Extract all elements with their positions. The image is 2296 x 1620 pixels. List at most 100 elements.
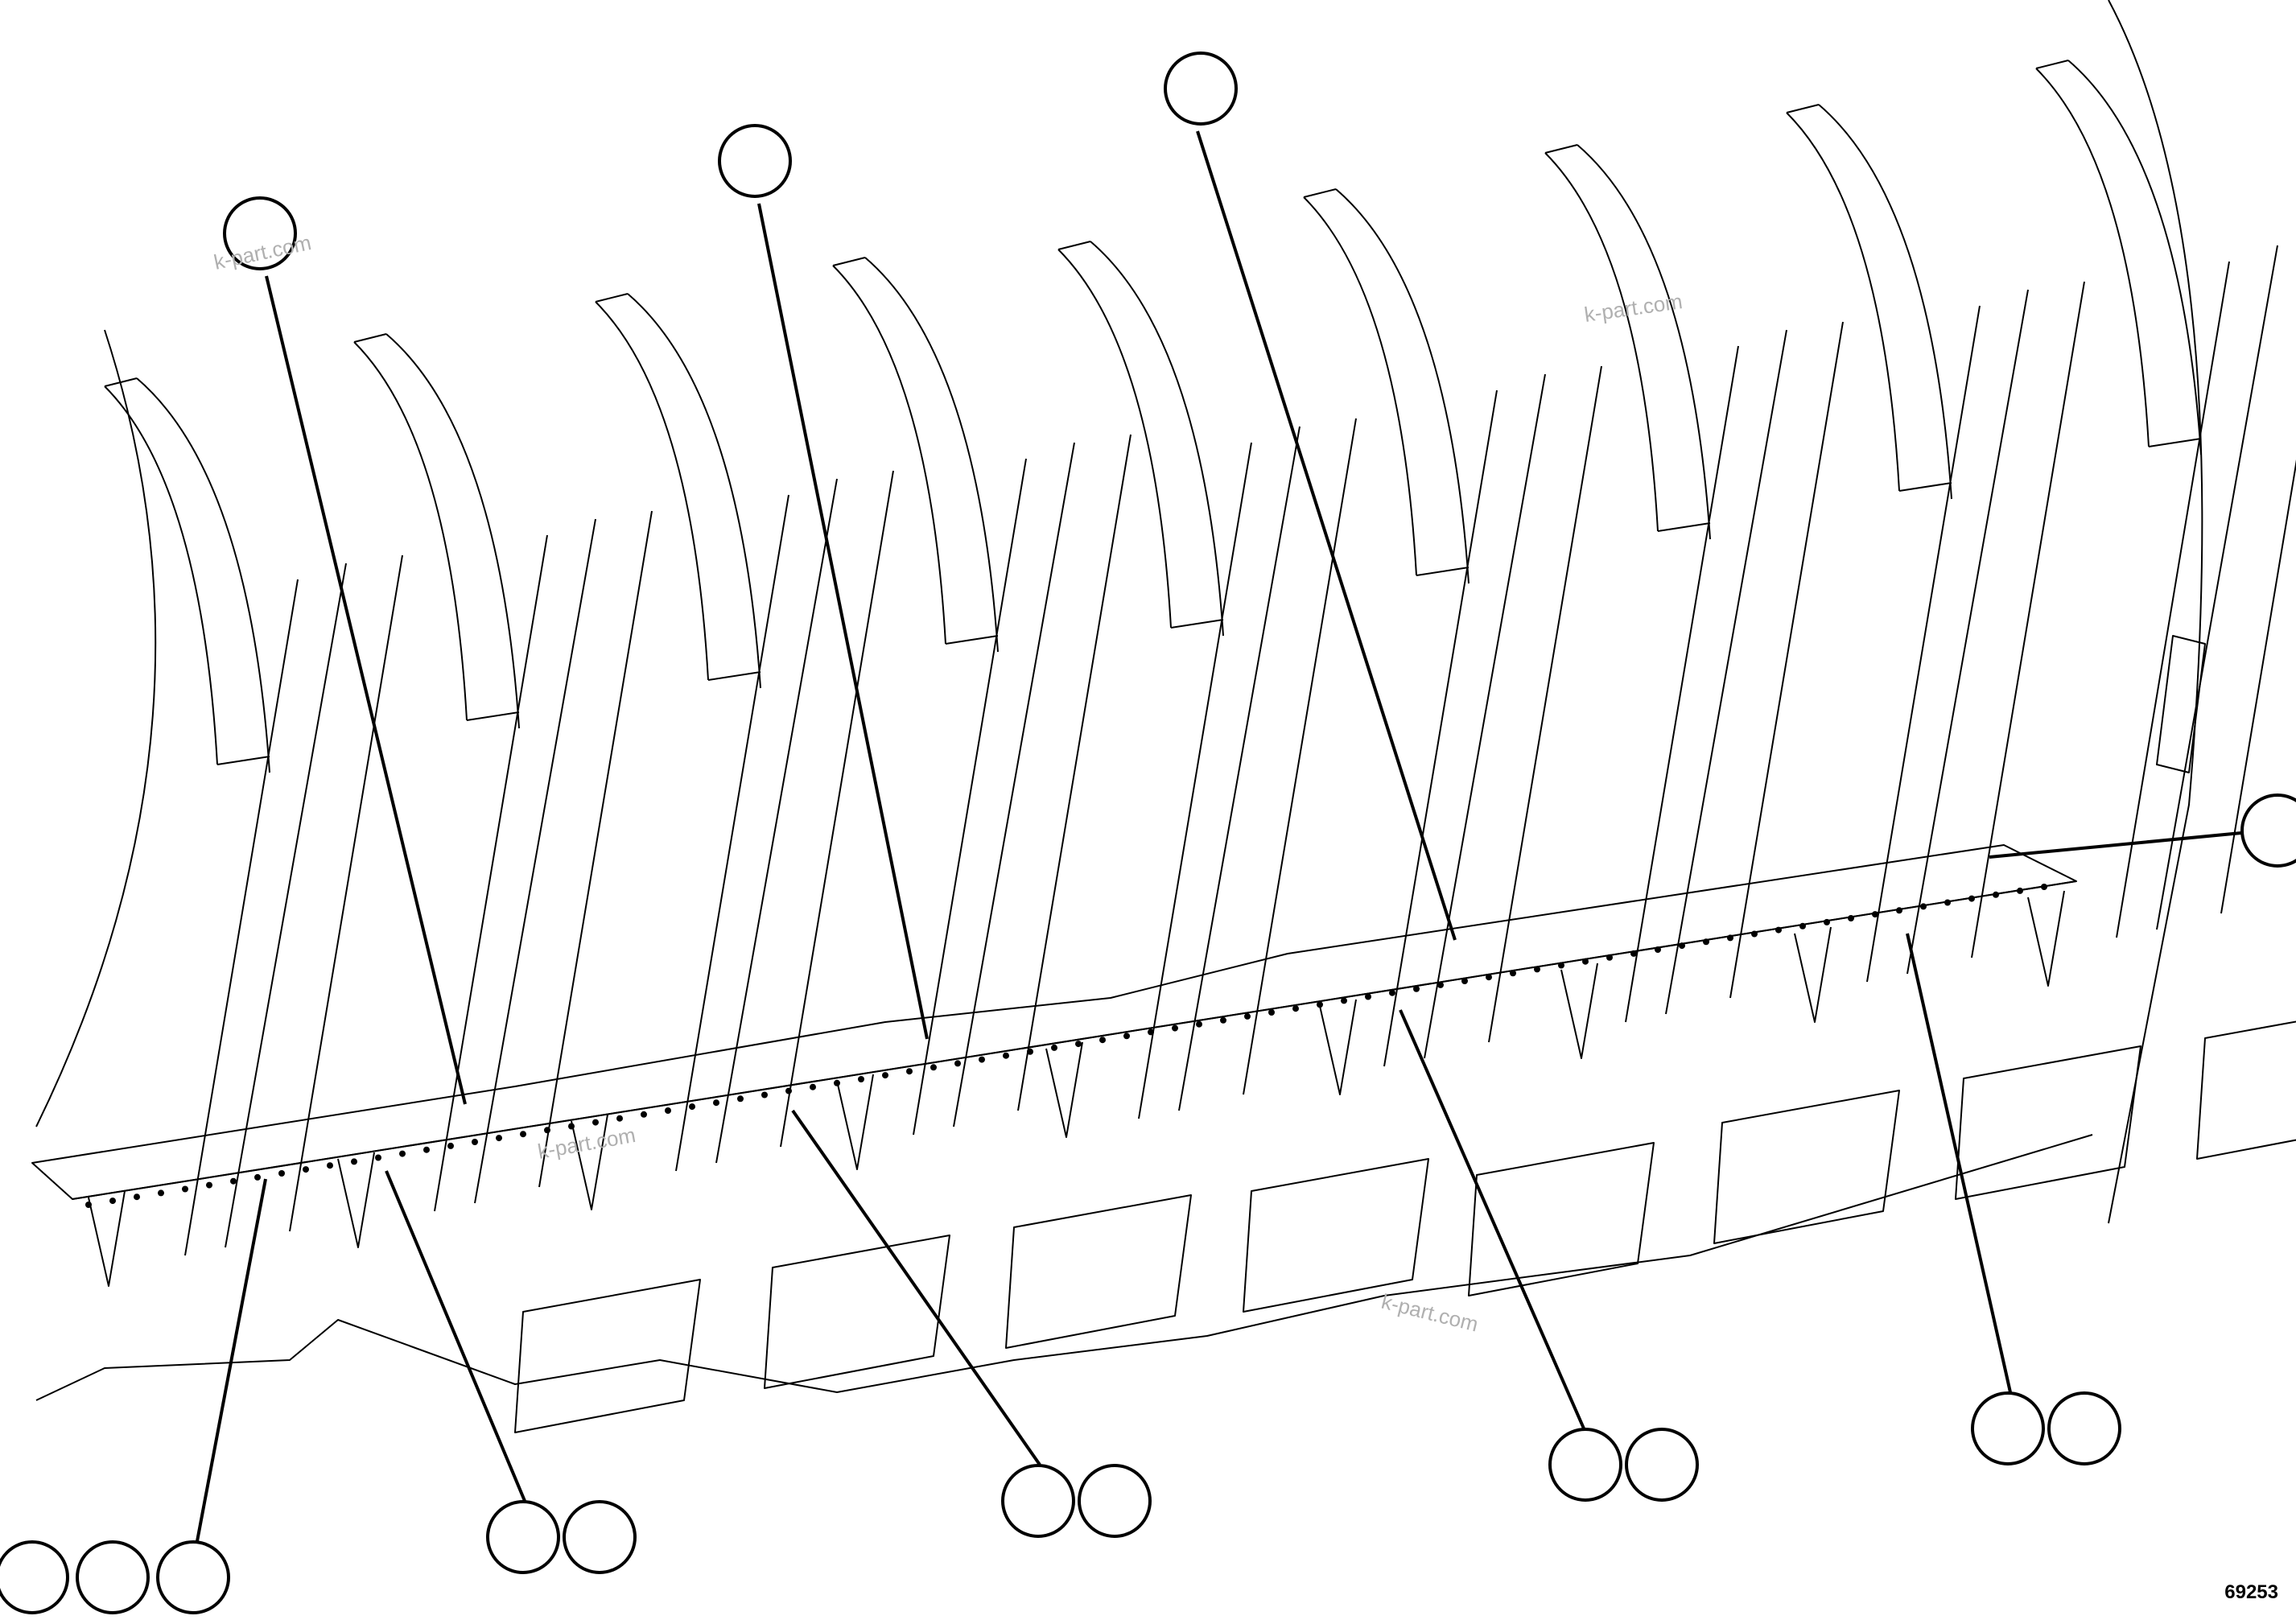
nozzle-hole: [447, 1142, 454, 1149]
nozzle-hole: [1824, 918, 1830, 925]
nozzle-hole: [568, 1123, 575, 1130]
callout-circle: [2047, 1391, 2121, 1465]
channel-wall: [225, 563, 347, 1248]
watermark-4: k-part.com: [1379, 1289, 1481, 1337]
nozzle-hole: [351, 1158, 357, 1165]
nozzle-hole: [1268, 1009, 1275, 1016]
rib-edge: [2035, 68, 2150, 447]
rib-cap: [707, 671, 761, 681]
rib: [353, 333, 950, 1389]
nozzle-holes: [85, 884, 2047, 1208]
nozzle-hole: [1461, 978, 1468, 984]
nozzle-hole: [1944, 899, 1951, 906]
channel-wall: [1971, 281, 2085, 958]
nozzle-hole: [1099, 1037, 1106, 1044]
channel-wall: [913, 458, 1027, 1136]
callout-circle: [1164, 52, 1238, 126]
nozzle-hole: [1703, 938, 1709, 946]
ribs: [35, 0, 2296, 1433]
nozzle-hole: [134, 1193, 140, 1201]
nozzle-hole: [109, 1197, 116, 1205]
rib-cap: [2148, 438, 2202, 447]
rib-edge: [2067, 60, 2202, 455]
nozzle-hole: [1896, 907, 1902, 914]
channel-wall: [2156, 245, 2278, 930]
callout-circle: [1971, 1391, 2045, 1465]
nozzle-hole: [882, 1072, 888, 1079]
rib-cap: [1657, 522, 1711, 532]
fin: [836, 1074, 874, 1170]
channel-wall: [434, 534, 548, 1212]
fin: [1560, 963, 1598, 1059]
nozzle-hole: [1003, 1052, 1009, 1059]
rib-edge: [832, 265, 946, 645]
callout-circle: [223, 196, 297, 270]
rib-cap: [1057, 241, 1091, 250]
nozzle-hole: [206, 1181, 212, 1189]
figure-number: 69253: [2224, 1581, 2278, 1603]
leader-lines: [196, 130, 2242, 1542]
leader-line: [196, 1178, 267, 1542]
nozzle-hole: [182, 1185, 188, 1193]
leader-line: [757, 203, 929, 1040]
leader-line: [1906, 933, 2012, 1393]
rib-cap: [1544, 144, 1578, 154]
rib-edge: [595, 301, 709, 681]
channel-wall: [1383, 390, 1498, 1067]
channel-wall: [1178, 426, 1301, 1111]
nozzle-hole: [472, 1139, 478, 1145]
rib-edge: [1577, 144, 1711, 540]
nozzle-hole: [230, 1177, 237, 1185]
pocket: [1713, 1090, 1900, 1244]
nozzle-hole: [1993, 891, 1999, 898]
rib: [1303, 188, 1900, 1244]
nozzle-hole: [1775, 926, 1782, 934]
nozzle-hole: [423, 1146, 430, 1153]
callout-circle: [1625, 1428, 1699, 1502]
leader-line: [1989, 831, 2242, 859]
callout-circle: [2240, 794, 2296, 868]
watermark-3: k-part.com: [536, 1123, 637, 1164]
nozzle-hole: [641, 1111, 647, 1118]
nozzle-hole: [1389, 989, 1395, 996]
rib: [1786, 104, 2296, 1160]
nozzle-hole: [1727, 934, 1733, 942]
channel-wall: [1138, 442, 1252, 1119]
nozzle-hole: [1630, 950, 1637, 957]
channel-wall: [715, 478, 838, 1164]
nozzle-hole: [1027, 1048, 1033, 1055]
leader-line: [1196, 130, 1457, 941]
nozzle-hole: [278, 1170, 285, 1177]
nozzle-hole: [1051, 1044, 1057, 1051]
nozzle-hole: [689, 1103, 695, 1111]
rib-cap: [1416, 567, 1470, 576]
rib-cap: [1170, 619, 1224, 629]
channel-wall: [2220, 459, 2296, 914]
nozzle-hole: [665, 1107, 671, 1114]
nozzle-hole: [1437, 981, 1444, 988]
nozzle-hole: [544, 1127, 550, 1134]
rib-edge: [104, 385, 218, 765]
nozzle-hole: [158, 1189, 164, 1197]
leader-line: [1399, 1009, 1585, 1429]
nozzle-hole: [1920, 903, 1927, 910]
rib: [1544, 144, 2141, 1200]
rib-edge: [1057, 249, 1172, 629]
fin: [88, 1190, 126, 1287]
nozzle-hole: [592, 1119, 599, 1126]
nozzle-hole: [930, 1064, 937, 1071]
nozzle-hole: [1848, 915, 1854, 921]
nozzle-hole: [303, 1166, 309, 1173]
nozzle-hole: [1872, 911, 1878, 918]
nozzle-hole: [1172, 1024, 1178, 1032]
leader-line: [265, 275, 467, 1105]
pocket: [1005, 1194, 1192, 1349]
nozzle-hole: [1655, 946, 1661, 953]
spray-bar: [31, 844, 2077, 1287]
pocket: [764, 1235, 950, 1389]
channel-wall: [1665, 329, 1787, 1015]
nozzle-hole: [1799, 922, 1806, 930]
nozzle-hole: [1317, 1001, 1323, 1008]
rib-cap: [353, 333, 387, 343]
